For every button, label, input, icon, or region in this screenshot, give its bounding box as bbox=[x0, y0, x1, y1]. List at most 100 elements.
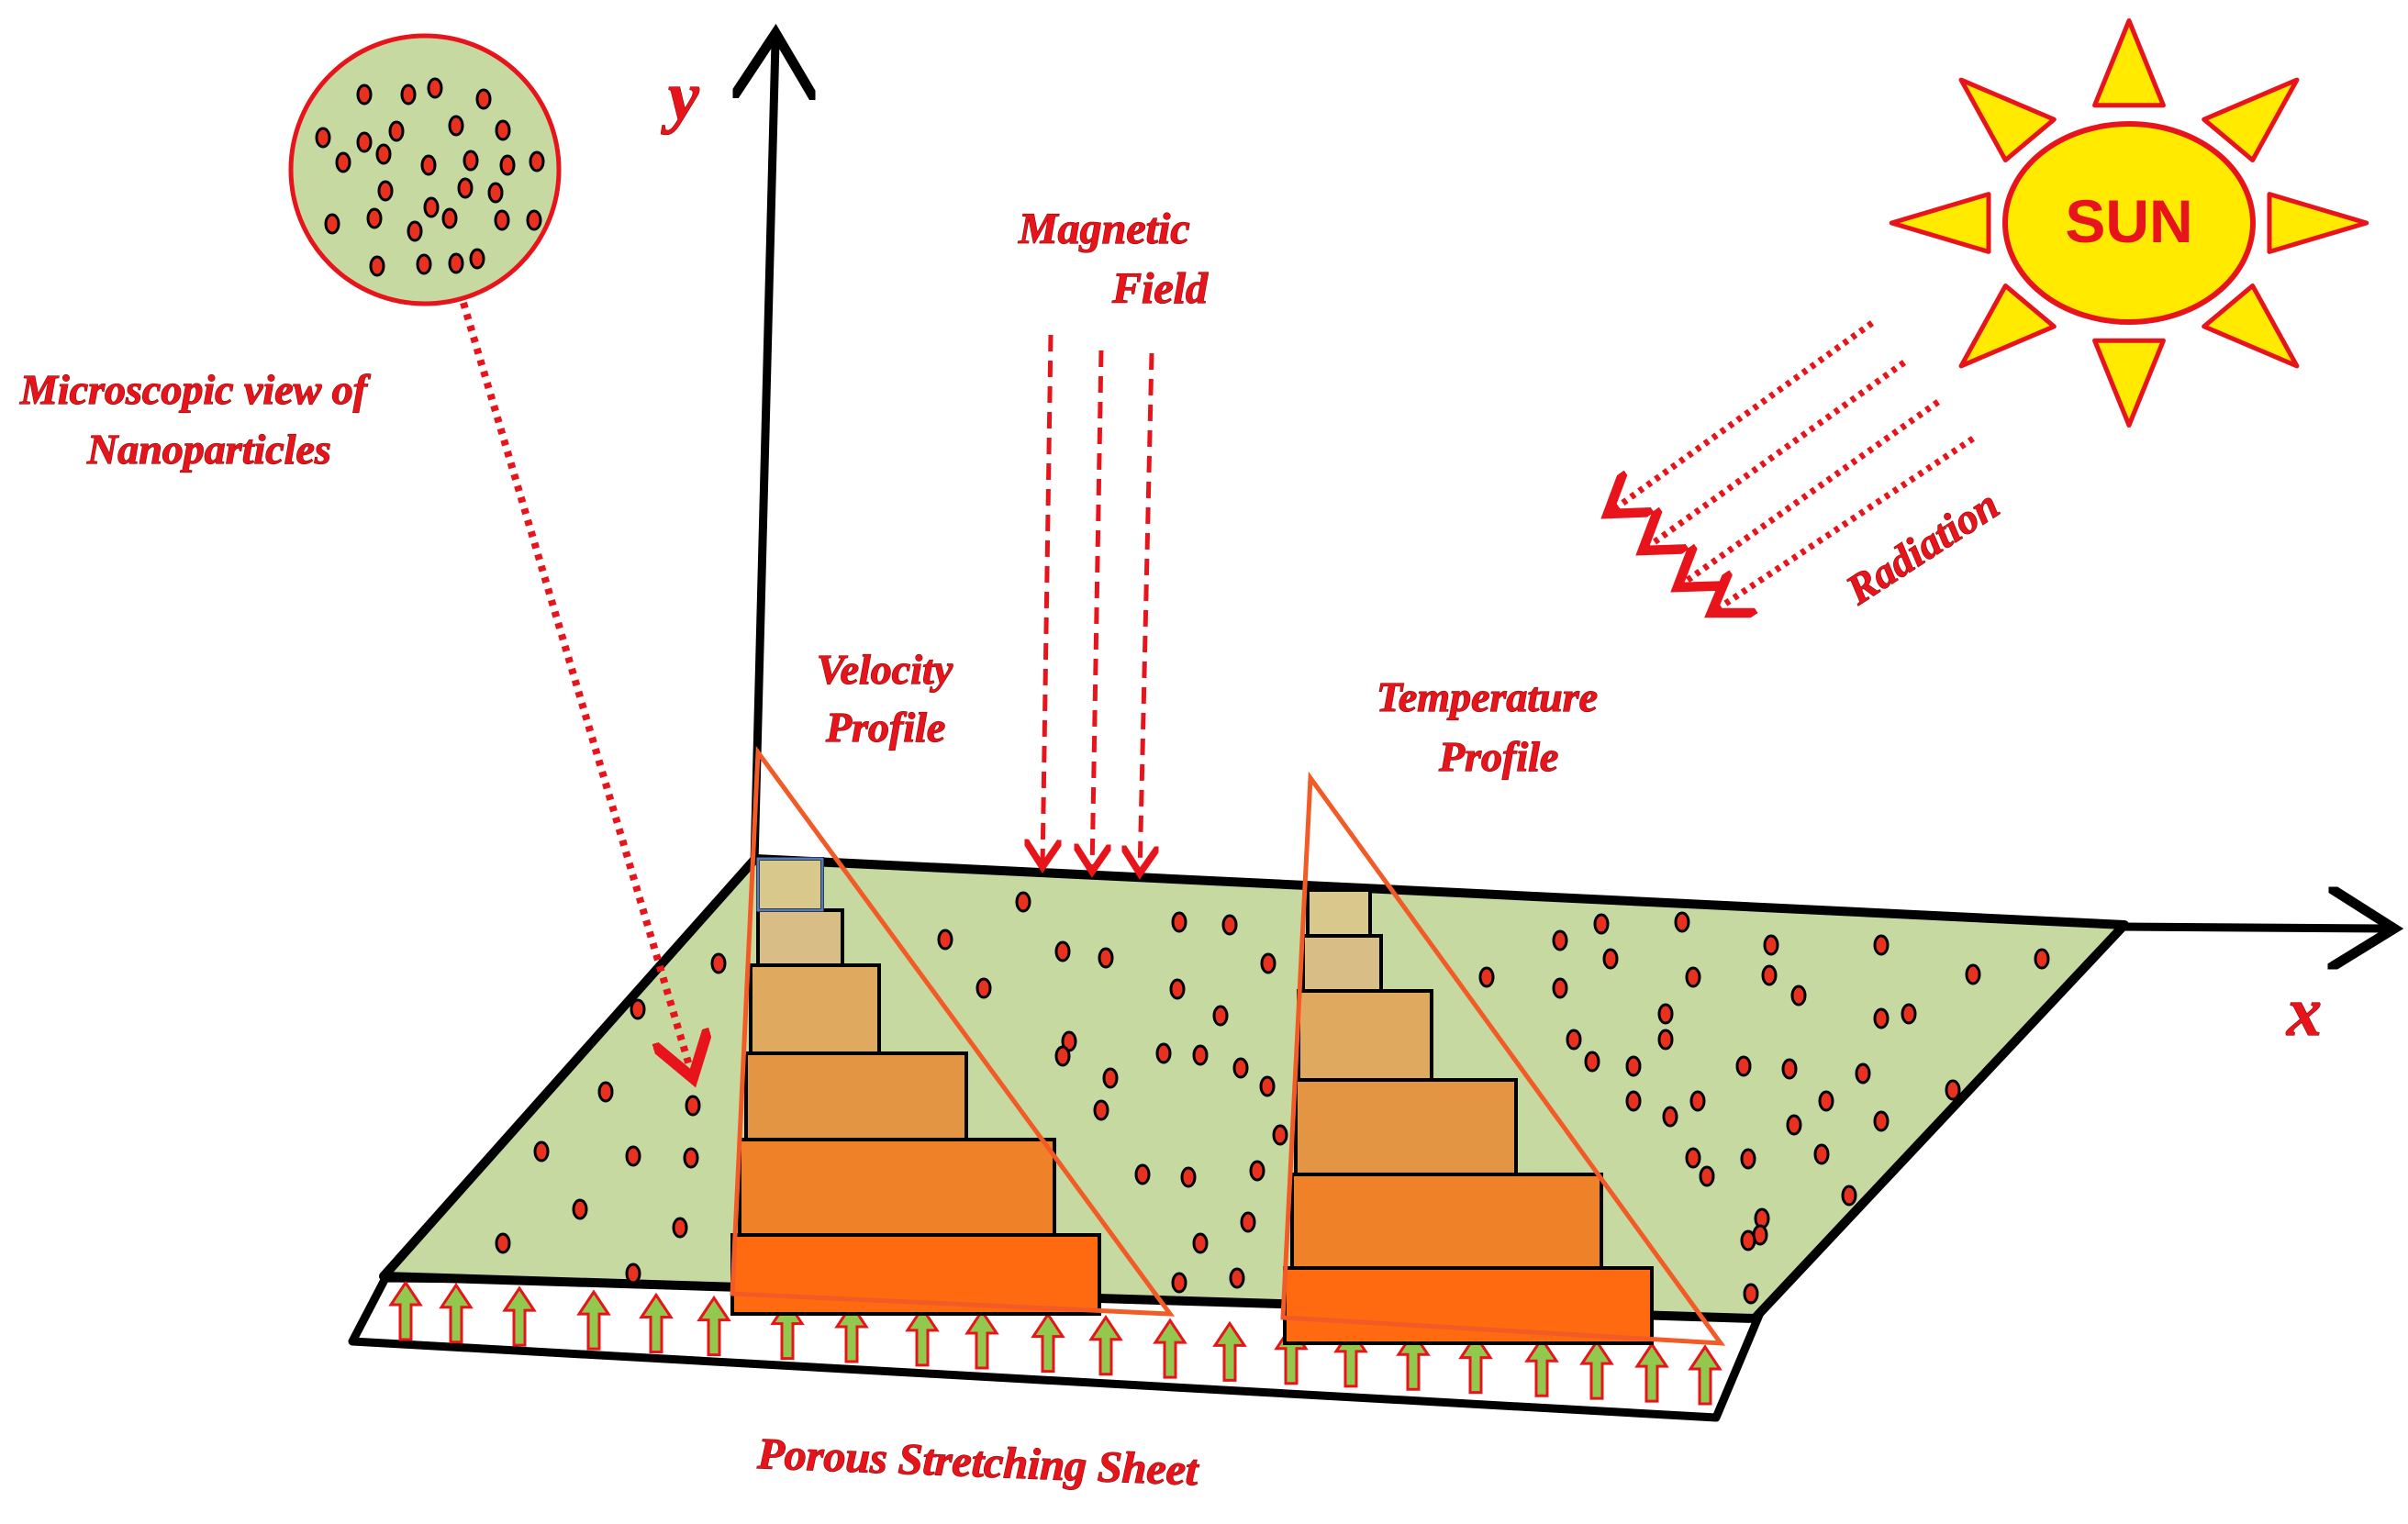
nanoparticle bbox=[499, 154, 516, 176]
temperature-profile-label-line2: Profile bbox=[1438, 733, 1558, 780]
radiation-arrow bbox=[1643, 360, 1907, 551]
velocity-bar bbox=[749, 963, 881, 1055]
nanoparticle bbox=[683, 1147, 699, 1169]
suction-arrow-icon bbox=[1458, 1332, 1493, 1395]
nanoparticle bbox=[427, 77, 443, 99]
nanoparticle bbox=[356, 83, 373, 106]
nanoparticle bbox=[533, 1140, 550, 1162]
nanoparticle bbox=[315, 127, 331, 149]
temperature-profile-bars bbox=[1283, 888, 1654, 1345]
nanoparticle bbox=[937, 929, 953, 951]
nanoparticle bbox=[1212, 1005, 1229, 1027]
magnetic-field-arrow bbox=[1140, 352, 1152, 873]
nanoparticle bbox=[1180, 1166, 1197, 1188]
nanoparticle bbox=[1901, 1003, 1917, 1025]
nanoparticle bbox=[1155, 1042, 1172, 1064]
nanoparticle bbox=[625, 1145, 641, 1167]
plate-particles bbox=[495, 891, 2050, 1305]
nanoparticle bbox=[1674, 911, 1690, 933]
magnetic-field-label-line2: Field bbox=[1111, 264, 1209, 313]
nanoparticle bbox=[1054, 940, 1071, 962]
velocity-profile-triangle bbox=[730, 745, 1176, 1317]
suction-arrow-icon bbox=[1031, 1311, 1065, 1374]
nanoparticle bbox=[1552, 977, 1568, 999]
nanoparticle bbox=[1699, 1165, 1715, 1187]
nanoparticle bbox=[475, 88, 492, 110]
nanoparticle bbox=[630, 998, 646, 1020]
nanoparticle bbox=[457, 177, 474, 199]
radiation-label: Radiation bbox=[1837, 481, 2007, 614]
nanoparticle bbox=[597, 1081, 614, 1103]
nanoparticle bbox=[1552, 929, 1568, 951]
nanoparticle bbox=[1873, 1110, 1890, 1132]
nanoparticle bbox=[407, 220, 423, 242]
velocity-profile-label-line2: Profile bbox=[825, 704, 945, 751]
nanoparticle bbox=[529, 150, 545, 172]
nanoparticle bbox=[625, 1263, 641, 1285]
x-axis bbox=[2119, 927, 2386, 929]
temperature-bar bbox=[1290, 1173, 1603, 1270]
x-axis-label: x bbox=[2286, 973, 2322, 1051]
temperature-bar bbox=[1297, 989, 1433, 1082]
nanoparticle bbox=[572, 1198, 588, 1220]
nanoparticle bbox=[469, 248, 485, 270]
nanoparticle bbox=[1171, 1272, 1187, 1294]
nanoparticle bbox=[1743, 1283, 1759, 1305]
nanoparticle bbox=[487, 182, 504, 204]
nanoparticle bbox=[416, 253, 432, 275]
sun-icon bbox=[1889, 18, 2369, 428]
nanoparticle bbox=[1272, 1124, 1288, 1146]
y-axis bbox=[754, 41, 775, 863]
temperature-profile-label-line1: Temperature bbox=[1377, 673, 1598, 720]
radiation-arrows bbox=[1608, 320, 1975, 613]
sun-ray bbox=[1958, 77, 2057, 163]
nanoparticle bbox=[1015, 891, 1031, 913]
nanoparticle bbox=[375, 143, 392, 165]
nanoparticle bbox=[1945, 1079, 1961, 1101]
nanoparticle bbox=[1818, 1090, 1834, 1112]
nanoparticle bbox=[1662, 1106, 1678, 1128]
suction-arrows bbox=[388, 1280, 1722, 1406]
sun-ray bbox=[1889, 192, 1991, 254]
velocity-bar bbox=[756, 908, 844, 967]
nanoparticle bbox=[1786, 1114, 1802, 1136]
nanoparticle bbox=[1735, 1055, 1752, 1077]
suction-arrow-icon bbox=[439, 1283, 474, 1344]
nanoparticle bbox=[1221, 914, 1238, 936]
sun-label: SUN bbox=[2065, 187, 2192, 255]
nanoparticle bbox=[1249, 1160, 1265, 1182]
nanoparticle bbox=[495, 1232, 511, 1254]
nanoparticle bbox=[1260, 952, 1276, 974]
velocity-profile-label-line1: Velocity bbox=[817, 646, 953, 693]
nanoparticle bbox=[1761, 964, 1778, 986]
nanoparticle bbox=[495, 119, 511, 141]
nanoparticle bbox=[494, 209, 510, 231]
nanoparticle bbox=[1134, 1163, 1151, 1185]
nanoparticle bbox=[1781, 1058, 1798, 1080]
nanoparticle bbox=[324, 213, 340, 235]
nanoparticle bbox=[1685, 1147, 1701, 1169]
sun-ray bbox=[1958, 283, 2057, 369]
suction-arrow-icon bbox=[1579, 1339, 1614, 1400]
nanoparticle bbox=[1098, 947, 1114, 969]
nanoparticle bbox=[1478, 966, 1495, 988]
nanoparticle bbox=[1259, 1075, 1276, 1097]
nanoparticle bbox=[1192, 1232, 1209, 1254]
nanoparticle bbox=[1657, 1029, 1674, 1051]
nanoparticle bbox=[1685, 966, 1701, 988]
suction-arrow-icon bbox=[1634, 1341, 1669, 1403]
nanoparticle bbox=[1584, 1051, 1600, 1073]
nanoparticle bbox=[1093, 1099, 1109, 1121]
sheet-label: Porous Stretching Sheet bbox=[756, 1429, 1200, 1495]
nanoparticle bbox=[710, 952, 727, 974]
nanoparticle bbox=[1790, 984, 1807, 1007]
nanoparticle bbox=[356, 131, 373, 153]
suction-arrow-icon bbox=[639, 1292, 674, 1353]
microscopic-view-label-line1: Microscopic view of bbox=[19, 366, 372, 413]
green-plate bbox=[379, 854, 2129, 1323]
nanoparticle bbox=[377, 180, 394, 202]
nanoparticle bbox=[1169, 978, 1186, 1000]
microscope-particles bbox=[315, 77, 545, 277]
suction-arrow-icon bbox=[1688, 1344, 1722, 1406]
